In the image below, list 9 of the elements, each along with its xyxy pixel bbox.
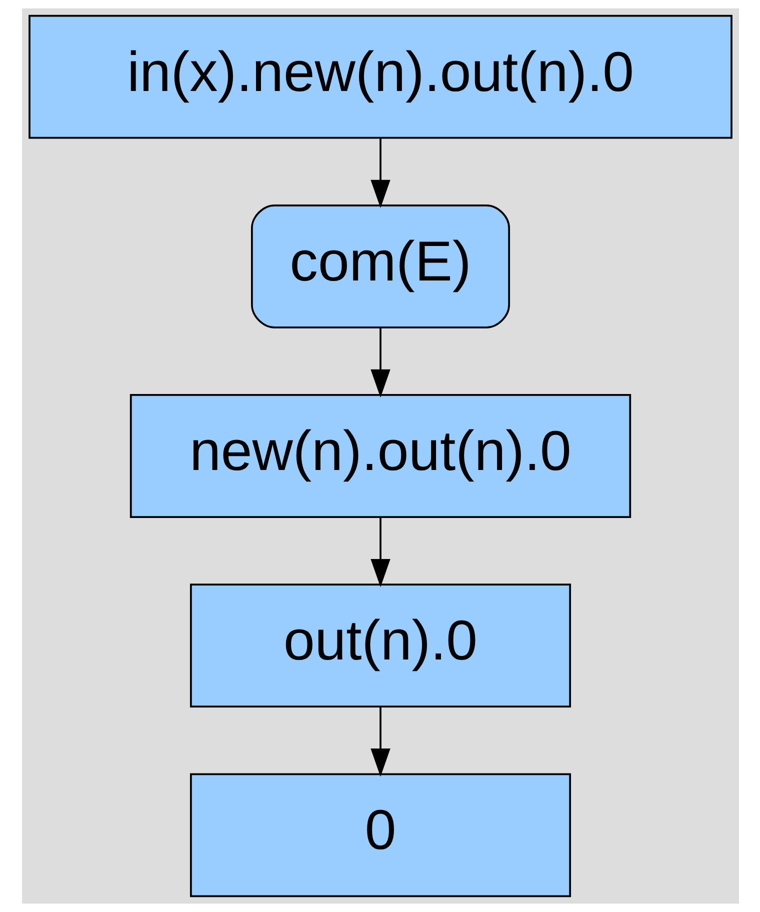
- arrow: [370, 706, 390, 777]
- node-box: new(n).out(n).0: [129, 394, 631, 518]
- arrow: [370, 138, 390, 208]
- node-box: in(x).new(n).out(n).0: [28, 14, 732, 139]
- node-box: out(n).0: [189, 584, 571, 708]
- arrow: [370, 328, 390, 398]
- arrow: [370, 517, 390, 588]
- node-box: 0: [189, 773, 571, 898]
- node-box: com(E): [250, 204, 510, 328]
